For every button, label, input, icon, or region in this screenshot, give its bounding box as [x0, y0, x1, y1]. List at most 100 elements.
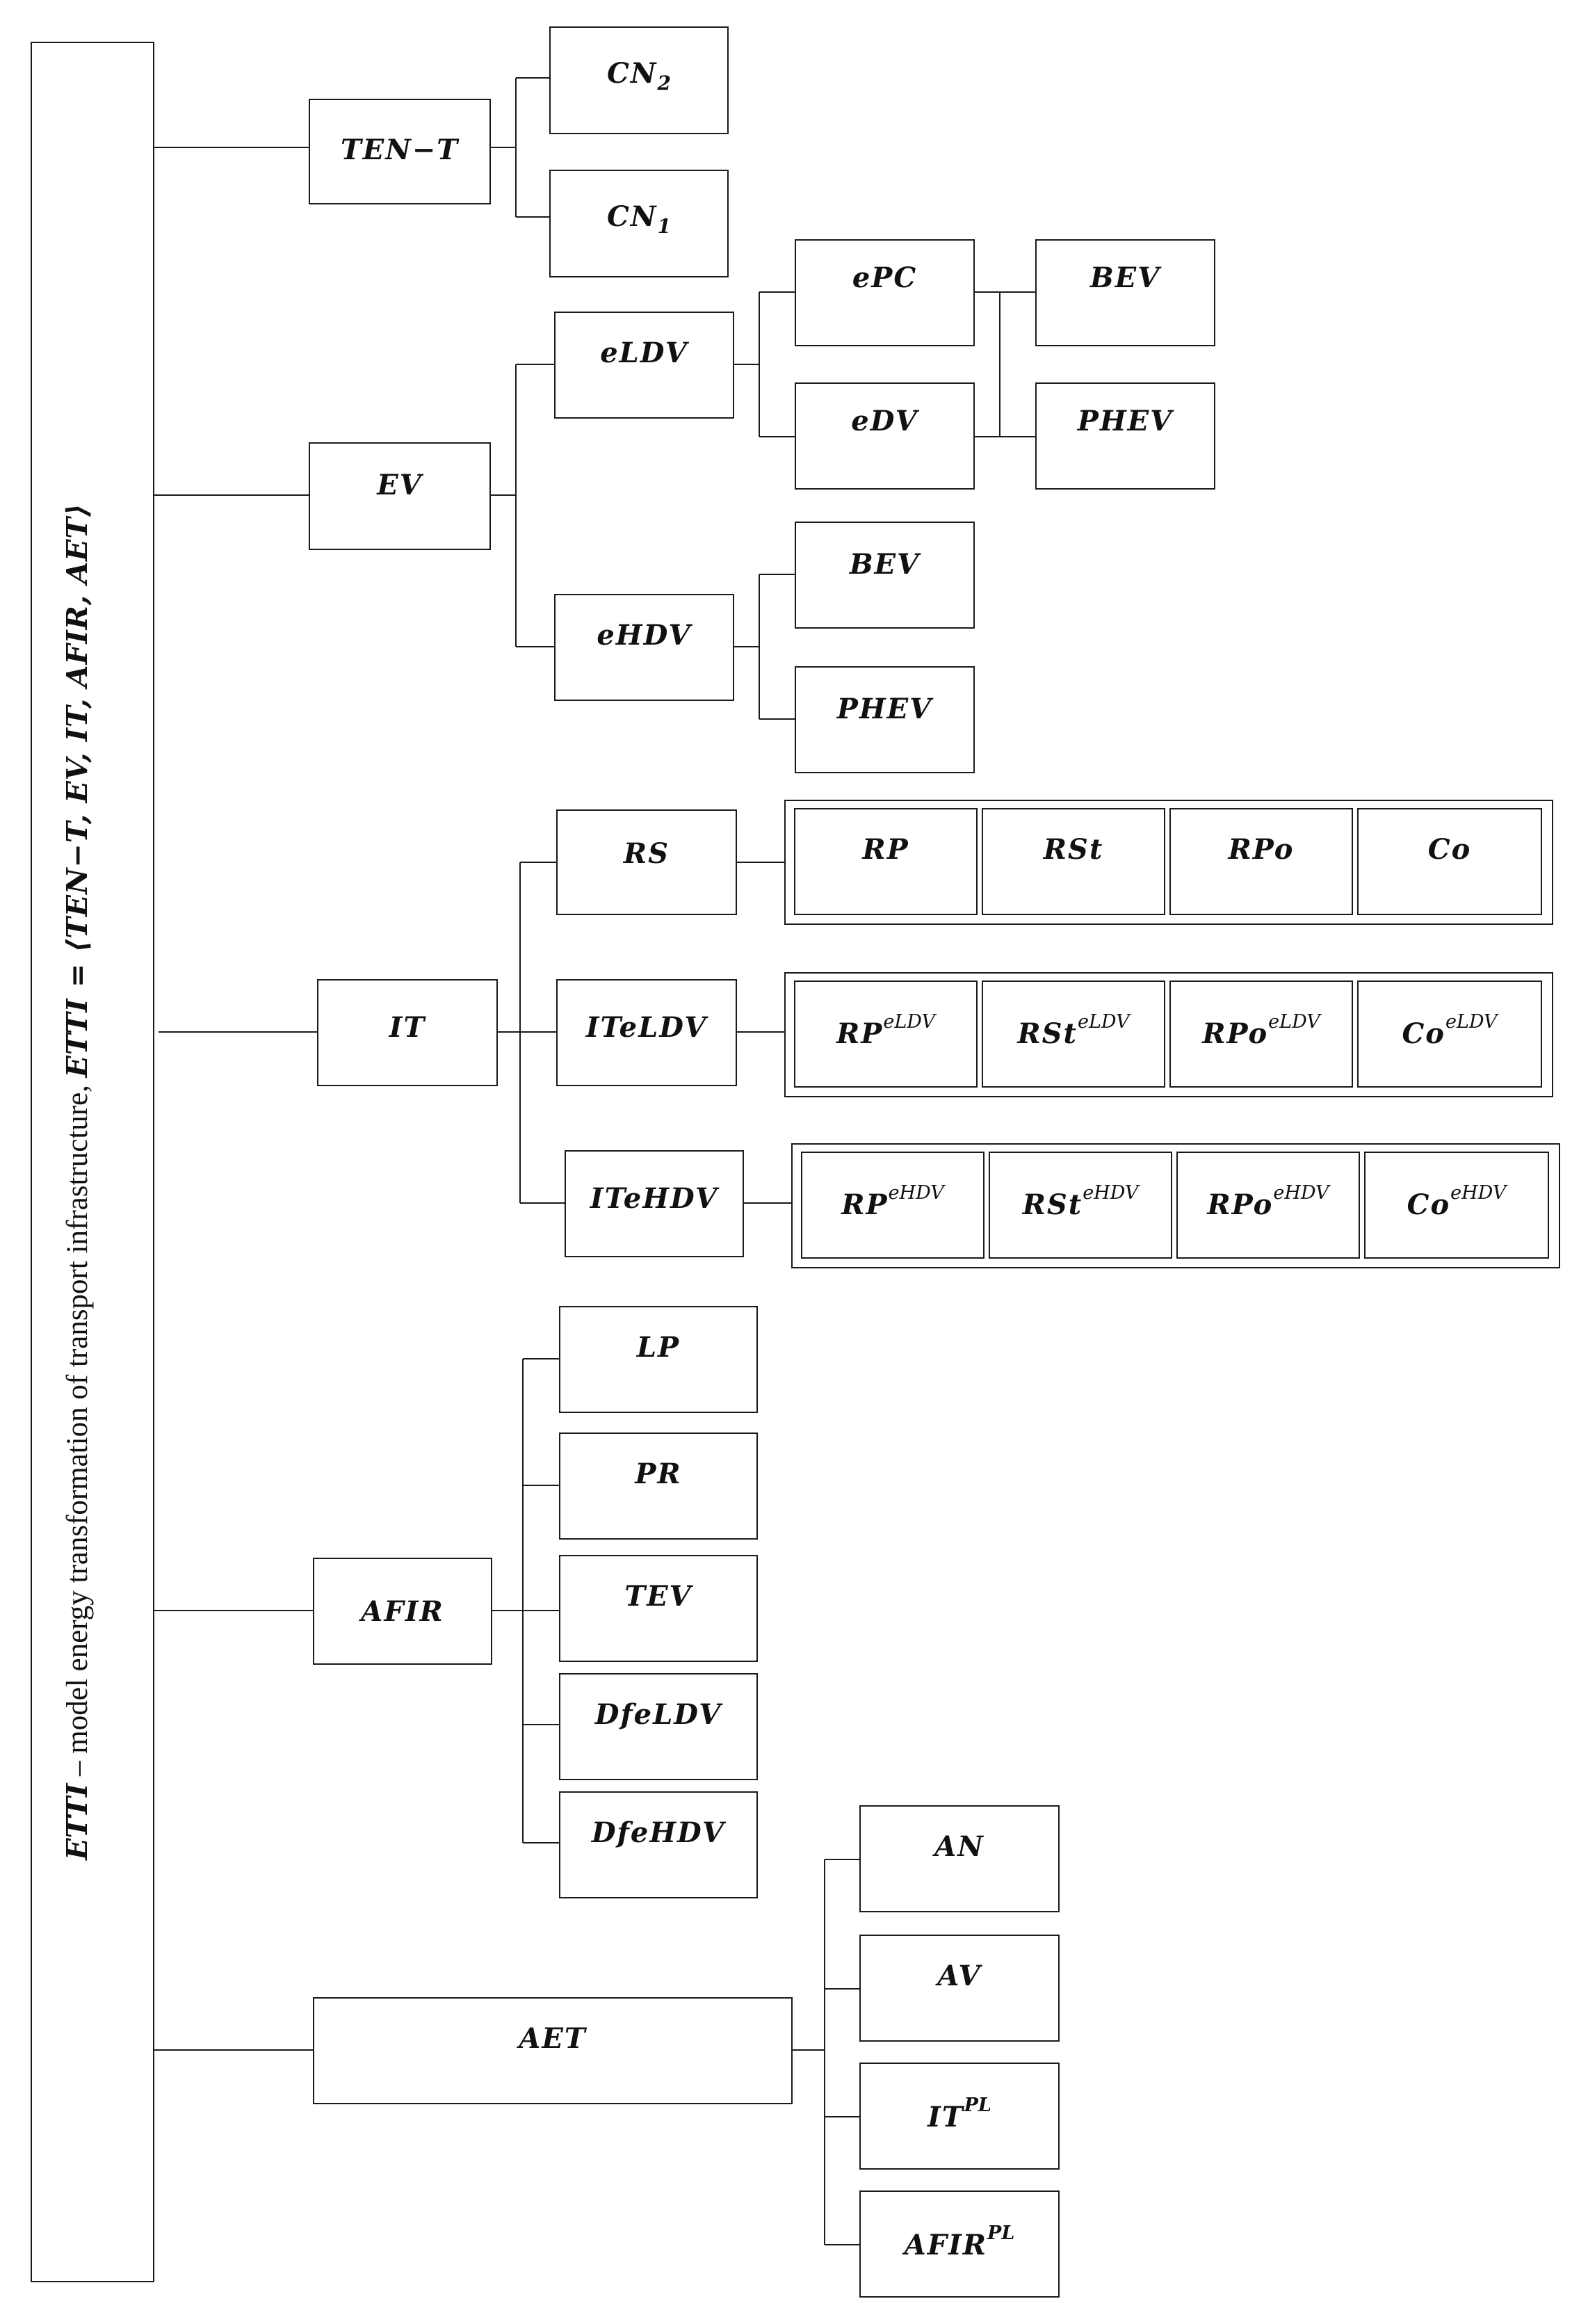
- ldv-group-label: RPeLDV: [795, 1012, 976, 1048]
- ldv-sup: eLDV: [883, 1011, 935, 1033]
- ldv-text: Co: [1402, 1017, 1445, 1050]
- node-it-pl-label: ITPL: [861, 2096, 1058, 2131]
- node-it-pl: ITPL: [859, 2063, 1060, 2170]
- node-it: IT: [317, 979, 498, 1086]
- node-cn2: CN2: [549, 26, 729, 134]
- node-pr-label: PR: [635, 1458, 682, 1490]
- node-tev-label: TEV: [624, 1580, 692, 1613]
- node-afir-label: AFIR: [361, 1595, 444, 1628]
- it-pl-text: IT: [927, 2101, 964, 2133]
- hdv-group-label: RPoeHDV: [1178, 1184, 1359, 1219]
- hdv-group-frame: [791, 1143, 1560, 1268]
- node-iteldv-label: ITeLDV: [585, 1011, 708, 1044]
- node-aet: AET: [313, 1997, 793, 2104]
- cn2-sub: 2: [657, 72, 671, 95]
- node-bev-ldv: BEV: [1035, 239, 1215, 346]
- ldv-text: RPo: [1202, 1017, 1269, 1050]
- ldv-text: RSt: [1017, 1017, 1078, 1050]
- node-phev-hdv-label: PHEV: [836, 693, 933, 725]
- afir-pl-sup: PL: [987, 2222, 1015, 2244]
- rs-group-item: Co: [1357, 808, 1542, 915]
- ldv-sup: eLDV: [1078, 1011, 1130, 1033]
- node-itehdv-label: ITeHDV: [590, 1182, 719, 1215]
- node-afir: AFIR: [313, 1558, 492, 1665]
- rs-group-label: RSt: [1043, 833, 1104, 866]
- node-afir-pl-label: AFIRPL: [861, 2224, 1058, 2259]
- node-ev-label: EV: [377, 469, 423, 501]
- node-ev: EV: [309, 442, 491, 550]
- hdv-text: RPo: [1207, 1188, 1274, 1221]
- node-dfeldv-label: DfeLDV: [594, 1698, 722, 1731]
- hdv-group-label: RPeHDV: [802, 1184, 983, 1219]
- ldv-text: RP: [836, 1017, 884, 1050]
- node-rs: RS: [556, 809, 737, 915]
- node-dfeldv: DfeLDV: [559, 1673, 758, 1780]
- ldv-group-frame: [784, 972, 1553, 1097]
- node-iteldv: ITeLDV: [556, 979, 737, 1086]
- node-pr: PR: [559, 1433, 758, 1540]
- ldv-group-item: RPoeLDV: [1169, 981, 1353, 1088]
- node-eldv-label: eLDV: [600, 337, 688, 369]
- hdv-group-item: CoeHDV: [1364, 1152, 1549, 1259]
- rs-group-frame: [784, 800, 1553, 925]
- node-bev-hdv-label: BEV: [849, 548, 921, 581]
- node-aet-label: AET: [519, 2022, 587, 2055]
- node-cn1-label: CN1: [551, 203, 727, 236]
- node-dfehdv: DfeHDV: [559, 1791, 758, 1898]
- node-ten-t: TEN−T: [309, 99, 491, 204]
- hdv-text: Co: [1407, 1188, 1451, 1221]
- hdv-text: RSt: [1022, 1188, 1083, 1221]
- hdv-group-item: RPoeHDV: [1176, 1152, 1360, 1259]
- hdv-group-label: CoeHDV: [1366, 1184, 1548, 1219]
- cn2-text: CN: [607, 57, 658, 90]
- node-ten-t-label: TEN−T: [340, 134, 460, 166]
- rs-group-item: RP: [794, 808, 978, 915]
- ldv-sup: eLDV: [1445, 1011, 1498, 1033]
- node-rs-label: RS: [623, 837, 670, 870]
- node-ehdv: eHDV: [554, 594, 734, 701]
- root-name: ETTI: [60, 1783, 94, 1860]
- node-lp: LP: [559, 1306, 758, 1413]
- node-bev-hdv: BEV: [795, 522, 975, 629]
- ldv-group-label: CoeLDV: [1359, 1012, 1541, 1048]
- node-cn2-label: CN2: [551, 60, 727, 93]
- rs-group-label: Co: [1427, 833, 1472, 866]
- rs-group-label: RPo: [1228, 833, 1295, 866]
- node-afir-pl: AFIRPL: [859, 2190, 1060, 2298]
- node-av-label: AV: [937, 1960, 982, 1992]
- node-epc-label: ePC: [852, 261, 918, 294]
- hdv-group-label: RSteHDV: [990, 1184, 1171, 1219]
- node-bev-ldv-label: BEV: [1089, 261, 1161, 294]
- ldv-group-item: RPeLDV: [794, 981, 978, 1088]
- afir-pl-text: AFIR: [904, 2229, 988, 2261]
- root-box: [31, 42, 154, 2282]
- cn1-sub: 1: [657, 215, 671, 238]
- node-ehdv-label: eHDV: [597, 619, 692, 652]
- ldv-group-item: RSteLDV: [982, 981, 1165, 1088]
- node-edv-label: eDV: [851, 405, 918, 437]
- node-epc: ePC: [795, 239, 975, 346]
- node-eldv: eLDV: [554, 312, 734, 419]
- node-an-label: AN: [934, 1830, 985, 1863]
- rs-group-label: RP: [862, 833, 909, 866]
- hdv-sup: eHDV: [1450, 1182, 1507, 1204]
- node-edv: eDV: [795, 382, 975, 490]
- rs-group-item: RPo: [1169, 808, 1353, 915]
- node-lp-label: LP: [636, 1331, 681, 1364]
- hdv-group-item: RSteHDV: [989, 1152, 1172, 1259]
- node-av: AV: [859, 1935, 1060, 2042]
- node-itehdv: ITeHDV: [565, 1150, 744, 1257]
- root-formula: ETTI = ⟨TEN−T, EV, IT, AFIR, AET⟩: [60, 503, 94, 1078]
- hdv-sup: eHDV: [888, 1182, 944, 1204]
- hdv-sup: eHDV: [1083, 1182, 1139, 1204]
- root-description: – model energy transformation of transpo…: [61, 1077, 94, 1784]
- cn1-text: CN: [607, 200, 658, 233]
- node-it-label: IT: [389, 1011, 426, 1044]
- node-cn1: CN1: [549, 170, 729, 277]
- node-phev-ldv-label: PHEV: [1077, 405, 1174, 437]
- node-dfehdv-label: DfeHDV: [591, 1816, 726, 1849]
- hdv-group-item: RPeHDV: [801, 1152, 985, 1259]
- ldv-sup: eLDV: [1268, 1011, 1320, 1033]
- hdv-text: RP: [841, 1188, 889, 1221]
